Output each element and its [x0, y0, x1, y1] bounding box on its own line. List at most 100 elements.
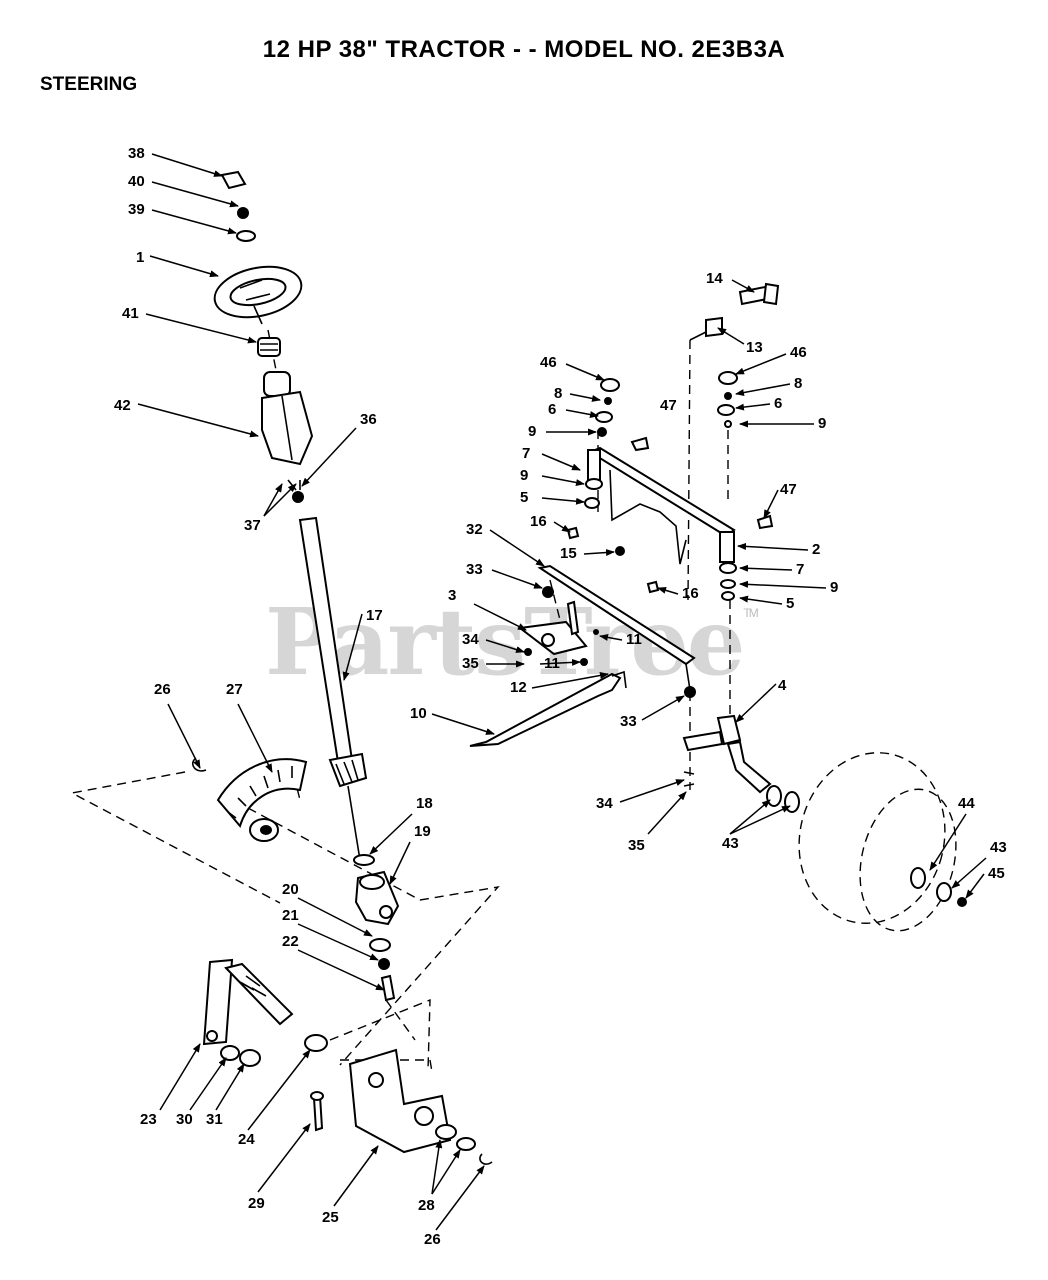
- part-25-plate: [348, 1048, 452, 1154]
- callout-label: 39: [128, 201, 145, 218]
- callout-label: 9: [520, 467, 528, 484]
- leader-arrow: [491, 569, 543, 589]
- callout-label: 11: [544, 655, 560, 672]
- part-46-cap-right: [718, 371, 738, 385]
- leader-arrow: [159, 1043, 201, 1111]
- part-26-clip-2: [479, 1153, 493, 1165]
- part-10-tie-rod: [469, 672, 622, 747]
- part-28-washer: [435, 1124, 457, 1140]
- leader-arrow: [599, 633, 623, 641]
- part-21-nut: [378, 958, 390, 970]
- leader-arrow: [735, 383, 791, 396]
- part-43-washer: [766, 785, 782, 807]
- leader-arrow: [763, 489, 779, 519]
- part-30-washer: [220, 1045, 240, 1061]
- callout-label: 25: [322, 1209, 339, 1226]
- leader-arrow: [151, 153, 223, 177]
- callout-label: 1: [136, 249, 144, 266]
- callout-label: 16: [682, 585, 699, 602]
- leader-arrow: [297, 897, 373, 937]
- part-28-washer-2: [456, 1137, 476, 1151]
- callout-label: 26: [424, 1231, 441, 1248]
- callout-label: 5: [520, 489, 528, 506]
- leader-arrow: [735, 403, 771, 411]
- callout-label: 35: [628, 837, 645, 854]
- leader-arrow: [583, 549, 615, 557]
- callout-label: 6: [774, 395, 782, 412]
- callout-label: 12: [510, 679, 527, 696]
- callout-label: 40: [128, 173, 145, 190]
- callout-label: 20: [282, 881, 299, 898]
- part-47-fitting-right: [756, 514, 774, 530]
- part-41-adapter: [257, 337, 281, 357]
- leader-arrow: [735, 353, 787, 375]
- callout-label: 17: [366, 607, 383, 624]
- part-33-ball-joint-top: [542, 586, 554, 598]
- leader-arrow: [951, 857, 987, 889]
- part-23-shaft: [224, 962, 294, 1026]
- callout-label: 5: [786, 595, 794, 612]
- page-title: 12 HP 38" TRACTOR - - MODEL NO. 2E3B3A: [262, 36, 786, 63]
- leader-arrow: [729, 805, 791, 835]
- callout-label: 26: [154, 681, 171, 698]
- callout-label: 32: [466, 521, 483, 538]
- callout-label: 4: [778, 677, 787, 694]
- part-44-hub: [910, 867, 926, 889]
- leader-arrow: [301, 427, 357, 487]
- part-33-ball-joint-bottom: [684, 686, 696, 698]
- leader-arrow: [431, 713, 495, 735]
- leader-arrow: [151, 209, 237, 235]
- part-15-nut: [615, 546, 625, 556]
- callout-label: 35: [462, 655, 479, 672]
- callout-label: 7: [796, 561, 804, 578]
- part-17-steering-shaft: [298, 516, 354, 764]
- callout-label: 43: [722, 835, 739, 852]
- leader-arrow: [257, 1123, 311, 1193]
- leader-arrow: [929, 813, 967, 871]
- callout-label: 21: [282, 907, 299, 924]
- callout-label: 34: [596, 795, 613, 812]
- part-13-bushing: [705, 316, 723, 338]
- pitman-arm-assembly: [202, 958, 493, 1165]
- callout-label: 34: [462, 631, 479, 648]
- steering-wheel-assembly: [213, 170, 368, 861]
- callout-label: 9: [830, 579, 838, 596]
- leader-arrow: [137, 403, 259, 438]
- leader-arrow: [145, 313, 257, 344]
- part-26-clip: [191, 757, 207, 772]
- leader-arrow: [333, 1145, 379, 1207]
- part-42-boot-top: [263, 371, 291, 397]
- callout-label: 22: [282, 933, 299, 950]
- callout-label: 7: [522, 445, 530, 462]
- part-31-nut: [239, 1049, 261, 1067]
- callout-label: 31: [206, 1111, 223, 1128]
- callout-label: 8: [554, 385, 562, 402]
- callout-label: 33: [620, 713, 637, 730]
- leader-arrow: [485, 639, 525, 653]
- part-23-pitman-arm: [202, 958, 234, 1046]
- leader-arrow: [553, 521, 571, 533]
- callout-label: 41: [122, 305, 139, 322]
- callout-leaders: [137, 153, 987, 1231]
- part-32-drag-link: [537, 564, 696, 666]
- lower-column-assembly: [353, 854, 400, 1002]
- leader-arrow: [641, 695, 685, 721]
- callout-label: 9: [818, 415, 826, 432]
- leader-arrow: [389, 841, 411, 885]
- leader-arrow: [739, 580, 827, 589]
- watermark-tm: TM: [743, 606, 758, 620]
- callout-label: 45: [988, 865, 1005, 882]
- part-16-pin-right: [646, 580, 660, 594]
- callout-label: 13: [746, 339, 763, 356]
- leader-arrow: [541, 475, 585, 486]
- callout-label: 15: [560, 545, 577, 562]
- leader-arrow: [541, 453, 581, 471]
- leader-arrow: [565, 409, 599, 418]
- part-21-washer: [369, 938, 391, 952]
- leader-arrow: [151, 181, 239, 208]
- leader-arrow: [297, 949, 385, 991]
- leader-arrow: [435, 1165, 485, 1231]
- callout-label: 38: [128, 145, 145, 162]
- callout-label: 44: [958, 795, 975, 812]
